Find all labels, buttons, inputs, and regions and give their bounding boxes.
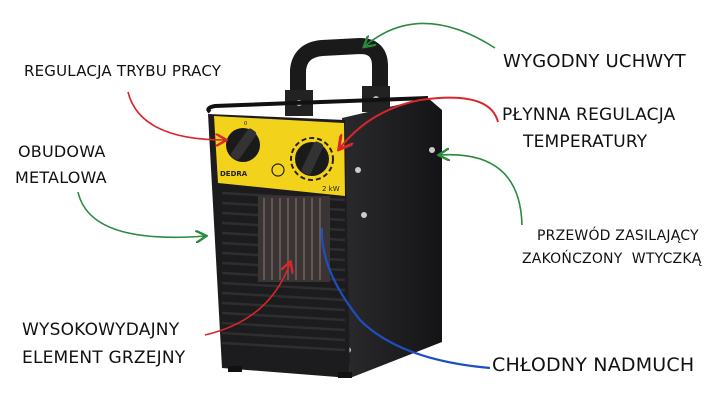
label-housing-line2: METALOWA xyxy=(15,168,107,187)
label-handle: WYGODNY UCHWYT xyxy=(503,51,686,72)
label-cable-line2: ZAKOŃCZONY WTYCZKĄ xyxy=(522,251,702,267)
arrow-housing xyxy=(77,191,205,237)
heating-element xyxy=(258,196,330,282)
power-marking: 2 kW xyxy=(322,185,340,193)
label-mode-control: REGULACJA TRYBU PRACY xyxy=(24,62,222,80)
label-heating-line1: WYSOKOWYDAJNY xyxy=(22,320,180,340)
label-cable-line1: PRZEWÓD ZASILAJĄCY xyxy=(537,228,699,244)
label-housing-line1: OBUDOWA xyxy=(18,142,106,161)
label-temperature-line1: PŁYNNA REGULACJA xyxy=(502,105,676,125)
side-panel xyxy=(342,98,442,378)
arrow-temperature xyxy=(340,96,499,148)
label-heating-line2: ELEMENT GRZEJNY xyxy=(22,348,186,368)
arrow-mode-control xyxy=(127,91,225,140)
arrow-heating-element xyxy=(204,263,290,336)
brand-logo: DEDRA xyxy=(220,170,248,178)
label-temperature-line2: TEMPERATURY xyxy=(523,132,648,152)
arrow-cool-air xyxy=(320,227,491,370)
switch-off-marking: 0 xyxy=(244,121,247,127)
arrow-handle xyxy=(365,22,496,49)
handle xyxy=(285,38,390,116)
arrow-cable xyxy=(440,155,523,226)
label-cool-air: CHŁODNY NADMUCH xyxy=(492,354,695,376)
